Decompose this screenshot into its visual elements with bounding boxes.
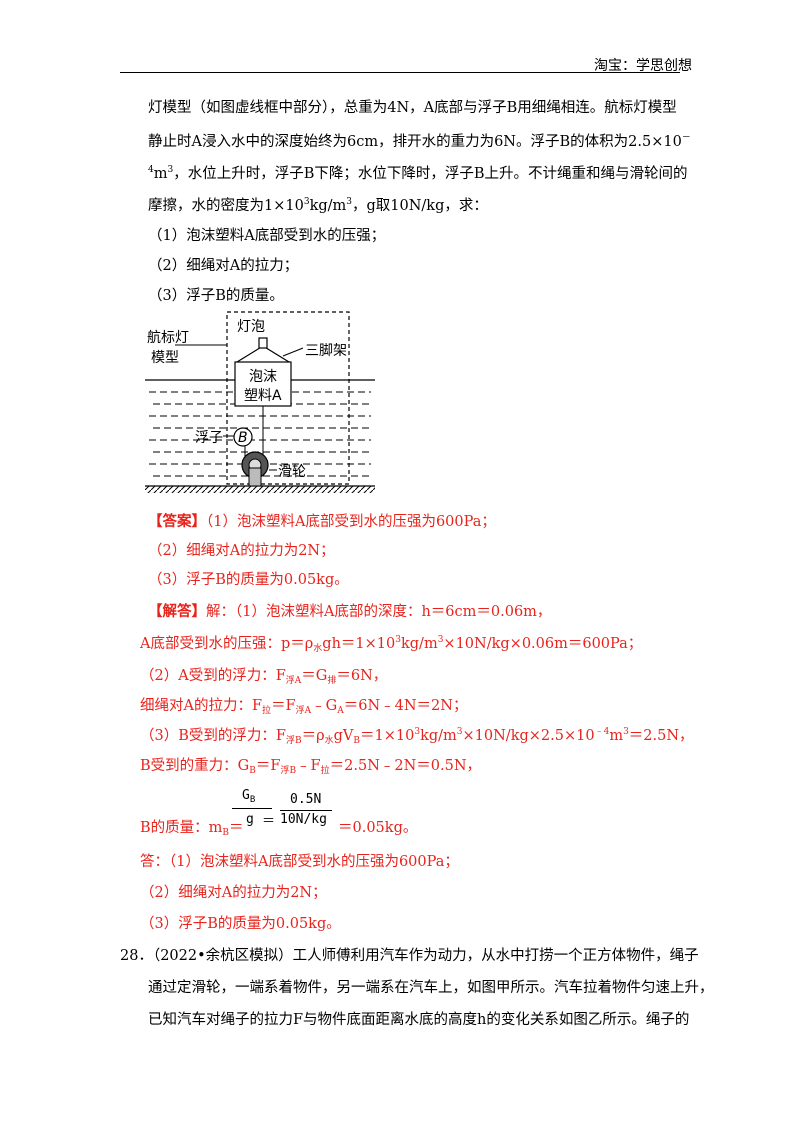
next-problem-line-2: 通过定滑轮，一端系着物件，另一端系在汽车上，如图甲所示。汽车拉着物件匀速上升， [148, 980, 714, 996]
header-source: 淘宝：学思创想 [594, 58, 692, 74]
foam-label-2: 塑料A [244, 388, 282, 404]
lamp-label: 灯泡 [237, 319, 265, 335]
solution-line-4: 细绳对A的拉力：F拉＝F浮A﹣GA＝6N﹣4N＝2N； [140, 698, 468, 716]
ground-hatch [145, 486, 375, 493]
question-3: （3）浮子B的质量。 [148, 288, 284, 304]
answer-line-1: 【答案】（1）泡沫塑料A底部受到水的压强为600Pa； [148, 513, 496, 530]
model-label-2: 模型 [151, 350, 179, 366]
fraction-gb-over-g: GB g [228, 786, 278, 836]
pulley-label: 滑轮 [278, 463, 306, 480]
next-problem-line-3: 已知汽车对绳子的拉力F与物件底面距离水底的高度h的变化关系如图乙所示。绳子的 [148, 1012, 690, 1028]
tripod-pointer [282, 347, 304, 357]
solution-line-2: A底部受到水的压强：p＝ρ水gh＝1×103kg/m3×10N/kg×0.06m… [140, 635, 643, 654]
float-label: 浮子 [195, 430, 223, 446]
question-2: （2）细绳对A的拉力； [148, 258, 299, 274]
tripod-label: 三脚架 [305, 343, 347, 359]
float-b [233, 427, 253, 447]
final-line-2: （2）细绳对A的拉力为2N； [140, 885, 327, 901]
problem-line-1: 灯模型（如图虚线框中部分），总重为4N，A底部与浮子B用细绳相连。航标灯模型 [148, 100, 677, 116]
header-divider [120, 72, 680, 73]
float-letter: B [238, 430, 248, 446]
foam-block [234, 361, 292, 407]
pulley-mount [248, 467, 262, 487]
final-line-3: （3）浮子B的质量为0.05kg。 [140, 916, 341, 932]
problem-line-4: 摩擦，水的密度为1×103kg/m3，g取10N/kg，求： [148, 197, 488, 215]
lamp-bulb [258, 337, 268, 349]
solution-mass-result: ＝0.05kg。 [338, 820, 418, 836]
fraction-equals: ＝ [262, 814, 276, 829]
answer-line-3: （3）浮子B的质量为0.05kg。 [148, 572, 349, 588]
solution-line-7: B的质量：mB＝ [140, 820, 244, 838]
model-label-1: 航标灯 [147, 330, 189, 346]
next-problem-line-1: 28．（2022•余杭区模拟）工人师傅利用汽车作为动力，从水中打捞一个正方体物件… [120, 948, 699, 964]
final-line-1: 答：（1）泡沫塑料A底部受到水的压强为600Pa； [140, 854, 459, 870]
problem-line-3: 4m3，水位上升时，浮子B下降；水位下降时，浮子B上升。不计绳重和绳与滑轮间的 [148, 165, 688, 183]
lamp-model-diagram: B 灯泡 航标灯 模型 三脚架 泡沫 塑料A 浮子 滑轮 [145, 311, 375, 493]
tripod-leg-right [262, 345, 290, 363]
answer-line-2: （2）细绳对A的拉力为2N； [148, 543, 335, 559]
solution-line-1: 【解答】解：（1）泡沫塑料A底部的深度：h＝6cm＝0.06m， [148, 603, 552, 620]
solution-line-6: B受到的重力：GB＝F浮B﹣F拉＝2.5N﹣2N＝0.5N， [140, 758, 482, 776]
tripod-leg-left [236, 345, 264, 363]
question-1: （1）泡沫塑料A底部受到水的压强； [148, 228, 386, 244]
solution-line-3: （2）A受到的浮力：F浮A＝G排＝6N， [140, 668, 388, 686]
solution-line-5: （3）B受到的浮力：F浮B＝ρ水gVB＝1×103kg/m3×10N/kg×2.… [140, 727, 694, 746]
foam-label-1: 泡沫 [249, 369, 277, 385]
fraction-value: 0.5N 10N/kg [278, 786, 340, 836]
problem-line-2: 静止时A浸入水中的深度始终为6cm，排开水的重力为6N。浮子B的体积为2.5×1… [148, 133, 691, 151]
